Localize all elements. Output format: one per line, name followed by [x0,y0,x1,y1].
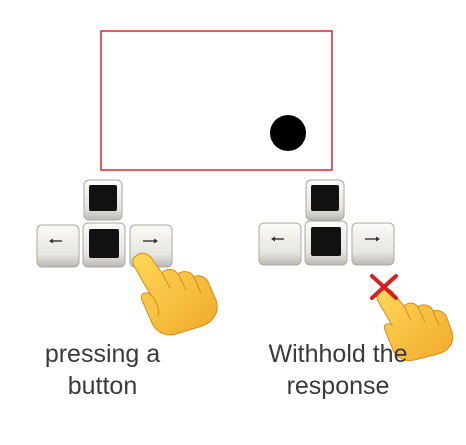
caption-line: button [67,372,138,400]
arrow-keys-right [258,179,395,266]
cross-icon [370,274,398,300]
left-key [258,222,302,266]
up-key [83,179,123,221]
down-key [304,220,348,266]
stimulus-screen [100,30,333,171]
target-dot [270,115,306,151]
screen-frame [100,30,333,171]
down-key [82,222,126,268]
pointing-hand-icon [376,288,454,361]
arrow-keys-left [36,179,173,268]
up-key [305,179,345,221]
right-key [351,222,395,266]
pointing-hand-icon [132,252,218,336]
caption-pressing: pressing a button [20,338,185,402]
left-key [36,224,80,268]
caption-withhold: Withhold the response [238,338,438,402]
caption-line: pressing a [44,340,161,368]
caption-line: Withhold the [268,340,408,368]
caption-line: response [286,372,390,400]
